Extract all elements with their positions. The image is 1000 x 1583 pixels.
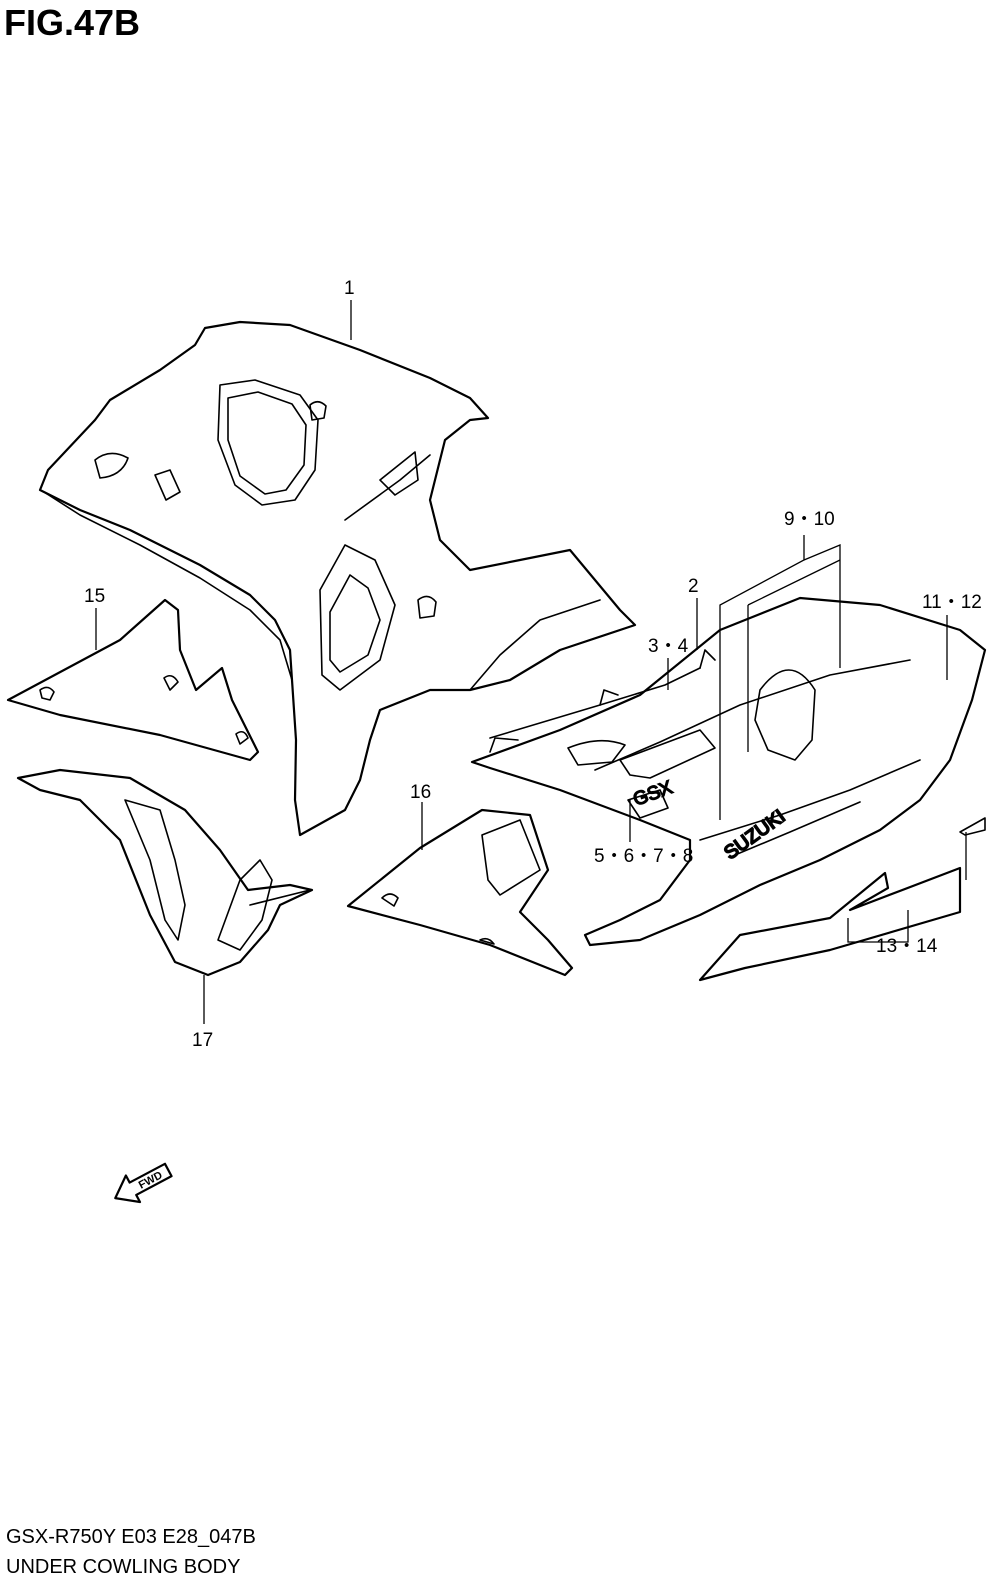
part-13-14-stripe-decal[interactable]: 13・14 xyxy=(698,817,986,982)
part-2-under-cowling-right[interactable]: SUZUKI GSX 2 3・4 xyxy=(470,576,987,947)
callout-15: 15 xyxy=(84,586,105,607)
callout-17: 17 xyxy=(192,1030,213,1051)
part-1-under-cowling-body[interactable]: 1 xyxy=(38,278,637,837)
figure-title: FIG.47B xyxy=(4,2,141,43)
callout-11-12: 11・12 xyxy=(922,592,982,613)
callout-13-14: 13・14 xyxy=(876,936,938,957)
part-17-lower-inner-cover[interactable]: 17 xyxy=(16,768,314,1051)
callout-3-4: 3・4 xyxy=(648,636,689,657)
callout-2: 2 xyxy=(688,576,699,597)
callout-9-10: 9・10 xyxy=(784,509,835,530)
figure-name: UNDER COWLING BODY xyxy=(6,1556,241,1578)
part-15-inner-panel[interactable]: 15 xyxy=(6,586,260,762)
callout-5-8: 5・6・7・8 xyxy=(594,846,693,867)
callout-1: 1 xyxy=(344,278,355,299)
figure-code: GSX-R750Y E03 E28_047B xyxy=(6,1526,256,1548)
decal-leaders: 5・6・7・8 9・10 11・12 xyxy=(594,509,982,867)
part-16-lower-inner-panel[interactable]: 16 xyxy=(346,782,574,977)
fwd-arrow-icon: FWD xyxy=(114,1162,173,1204)
callout-16: 16 xyxy=(410,782,431,803)
